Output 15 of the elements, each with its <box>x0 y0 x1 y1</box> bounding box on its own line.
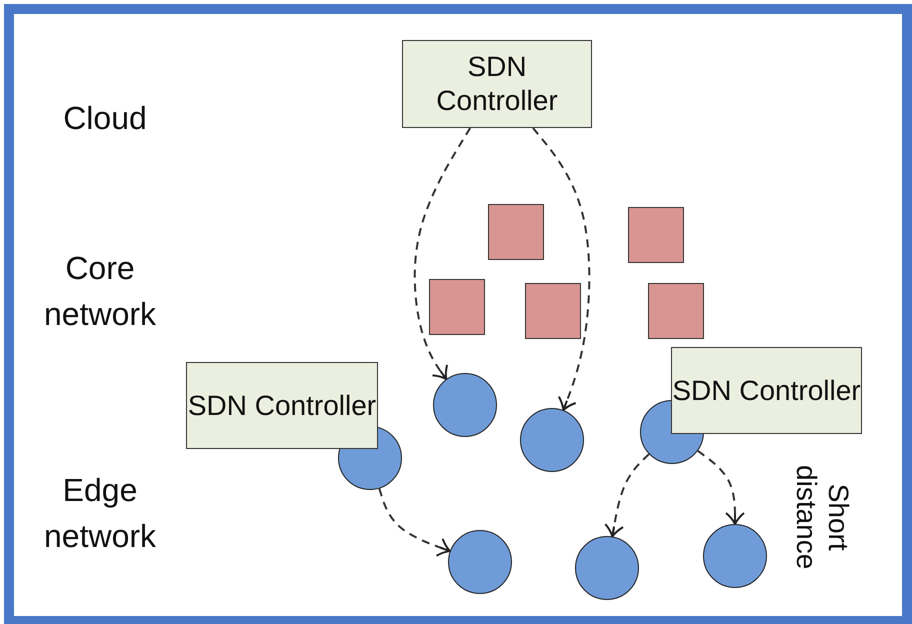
controller-label: SDN Controller <box>672 374 861 408</box>
layer-label: Edge network <box>42 471 158 556</box>
switch-square <box>429 279 485 335</box>
switch-square <box>488 204 544 260</box>
controller-label: SDN Controller <box>435 50 559 118</box>
layer-label: Core network <box>42 249 158 334</box>
switch-square <box>648 283 704 339</box>
controller-box <box>671 347 862 434</box>
layer-label: Cloud <box>62 99 148 138</box>
controller-box <box>186 362 378 449</box>
distance-label: Short distance <box>790 464 854 572</box>
controller-box <box>402 40 592 128</box>
switch-square <box>525 283 581 339</box>
controller-label: SDN Controller <box>188 388 376 422</box>
switch-square <box>628 207 684 263</box>
